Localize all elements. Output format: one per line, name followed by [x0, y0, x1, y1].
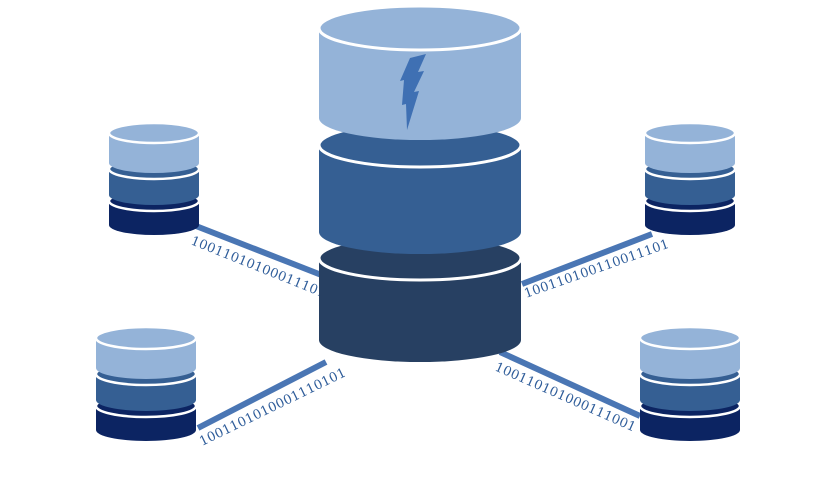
db-tier-body — [319, 28, 521, 140]
db-tier-body — [319, 258, 521, 362]
connector-lines — [194, 223, 654, 431]
db-tier-body — [109, 133, 199, 173]
db-tier-top — [317, 4, 523, 52]
central-database-icon — [317, 4, 523, 362]
database-icon-top-left — [107, 121, 201, 235]
binary-label-bottom-left: 1001101010001110101 — [197, 366, 349, 450]
link-line-top-right — [520, 231, 654, 287]
lightning-bolt-icon — [400, 54, 426, 130]
link-line-bottom-right — [498, 349, 642, 419]
database-icon-bottom-right — [638, 325, 742, 441]
db-tier-top — [94, 325, 198, 351]
database-icon-top-right — [643, 121, 737, 235]
db-tier-body — [319, 145, 521, 254]
db-tier-top — [638, 325, 742, 351]
link-line-bottom-left — [196, 359, 328, 431]
database-icon-bottom-left — [94, 325, 198, 441]
db-tier-top — [107, 121, 201, 145]
db-tier-top — [643, 121, 737, 145]
link-line-top-left — [194, 223, 326, 279]
db-tier-body — [645, 133, 735, 173]
